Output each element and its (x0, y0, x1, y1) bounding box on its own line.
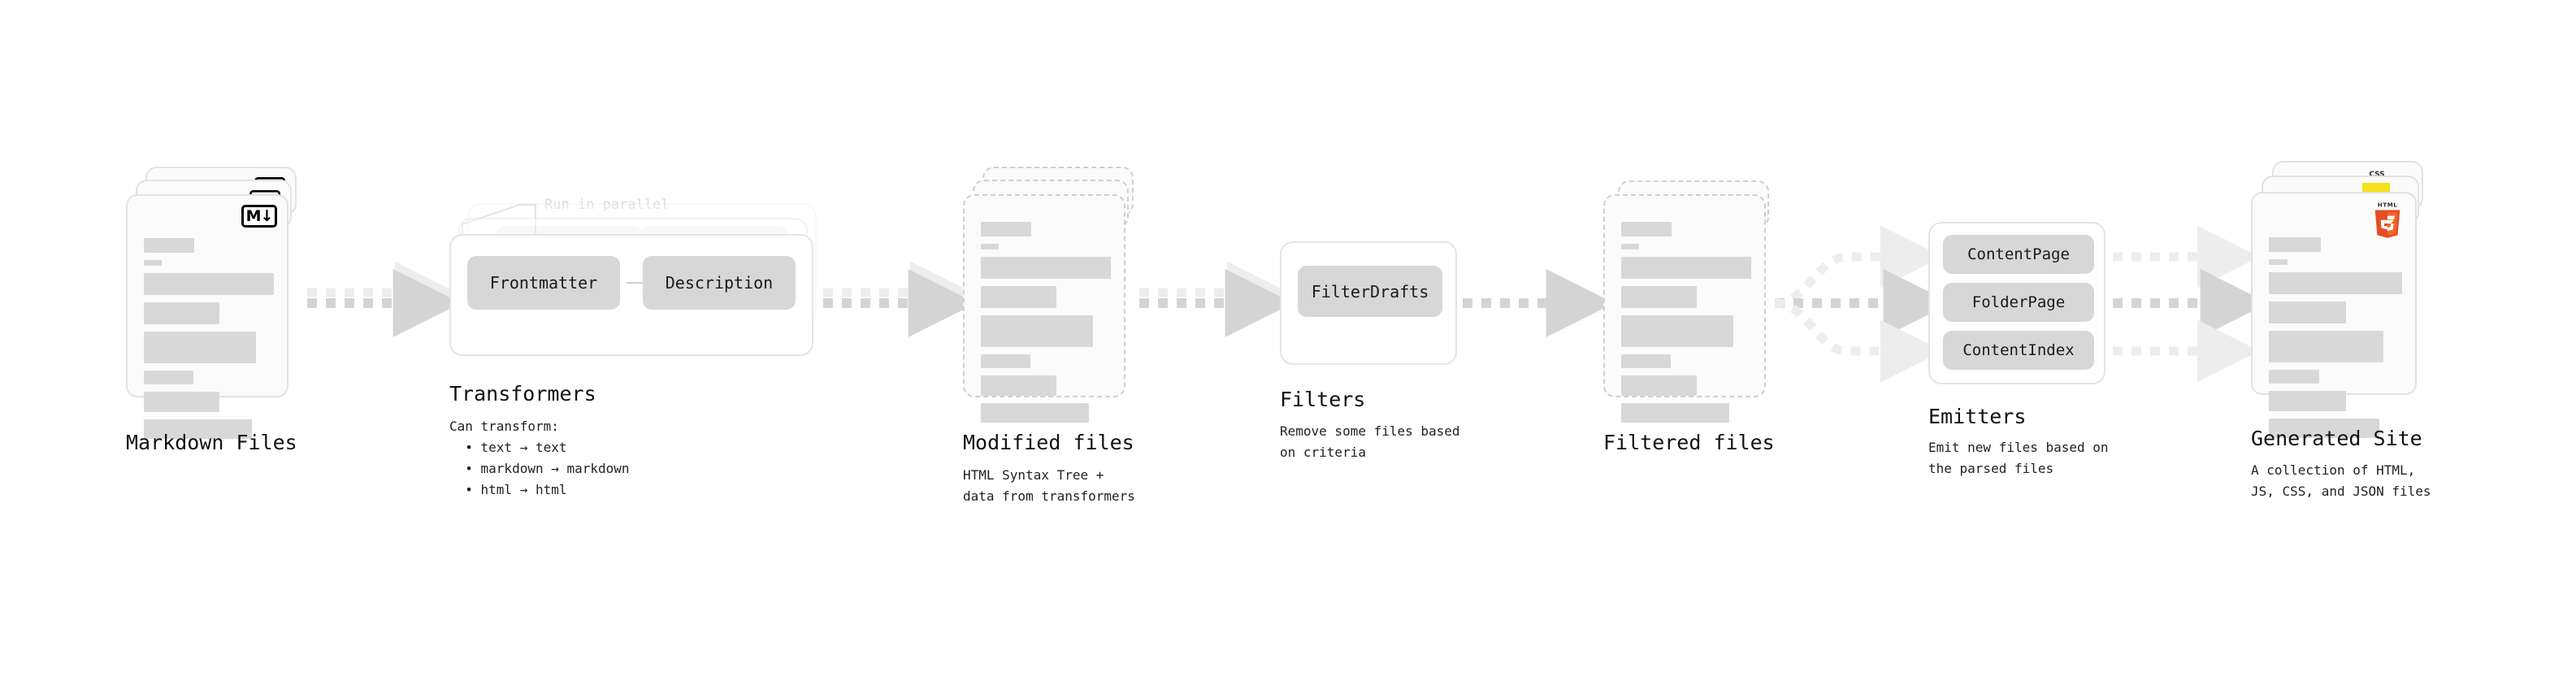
content-bar (2269, 272, 2402, 294)
stage-title-filters: Filters (1280, 388, 1366, 411)
content-bar (980, 315, 1093, 347)
svg-text:HTML: HTML (2378, 202, 2398, 209)
document-card-front: HTML (2251, 192, 2417, 438)
content-bar (1620, 257, 1752, 279)
emitter-node-contentindex[interactable]: ContentIndex (1943, 331, 2094, 370)
filter-node-filterdrafts[interactable]: FilterDrafts (1298, 266, 1442, 317)
content-bar (143, 392, 219, 412)
document-content-lines (1620, 222, 1752, 423)
content-bar (2269, 259, 2288, 265)
markdown-badge-front: M↓ (241, 205, 277, 228)
stage-title-emitters: Emitters (1928, 405, 2027, 428)
connector-transformers-to-modified (823, 261, 977, 337)
stage-filtered-files (1603, 180, 1774, 423)
content-bar (980, 286, 1056, 308)
svg-text:CSS: CSS (2369, 171, 2384, 179)
stage-generated-site: CSS HTML (2251, 161, 2426, 438)
stage-emitters: ContentPage FolderPage ContentIndex (1928, 222, 2105, 384)
content-bar (980, 375, 1056, 396)
content-bar (980, 244, 1000, 249)
stage-modified-files (963, 167, 1134, 423)
document-card-front (963, 194, 1125, 423)
markdown-icon: M↓ (241, 205, 277, 228)
content-bar (1620, 375, 1697, 396)
emitters-box: ContentPage FolderPage ContentIndex (1928, 222, 2105, 384)
connector-filtered-to-emitters (1774, 225, 1952, 383)
content-bar (1620, 286, 1697, 308)
stage-subtitle-filters: Remove some files based on criteria (1280, 423, 1460, 460)
content-bar (143, 273, 275, 295)
content-bar (1620, 222, 1672, 236)
run-in-parallel-label: Run in parallel (544, 197, 670, 213)
content-bar (980, 257, 1112, 279)
connector-modified-to-filters (1139, 261, 1294, 337)
markdown-file-stack: M↓ M↓ M↓ (126, 167, 297, 439)
content-bar (143, 238, 195, 253)
content-bar (143, 332, 256, 363)
content-bar (980, 354, 1030, 368)
connector-md-to-transformers (307, 261, 462, 337)
stage-title-transformers: Transformers (449, 382, 596, 406)
transformer-card-stack: Frontmatter Description (449, 203, 831, 358)
stage-title-modified-files: Modified files (963, 431, 1134, 454)
content-bar (1620, 403, 1729, 423)
filtered-file-stack (1603, 180, 1774, 423)
document-content-lines (143, 238, 275, 439)
stage-transformers: Run in parallel Frontmatter (449, 197, 831, 358)
html5-icon: HTML (2374, 202, 2400, 238)
stage-title-filtered-files: Filtered files (1603, 431, 1775, 454)
connector-emitters-to-site (2113, 225, 2269, 383)
stage-subtitle-transformers: Can transform: • text → text • markdown … (449, 419, 630, 497)
content-bar (1620, 354, 1671, 368)
modified-file-stack (963, 167, 1134, 423)
emitter-node-contentpage[interactable]: ContentPage (1943, 235, 2094, 274)
content-bar (2269, 301, 2347, 323)
content-bar (2269, 331, 2384, 362)
transformer-node-frontmatter[interactable]: Frontmatter (467, 256, 620, 310)
content-bar (2269, 391, 2347, 411)
content-bar (1620, 315, 1733, 347)
transformer-card-front: Frontmatter Description (449, 234, 813, 356)
stage-subtitle-generated-site: A collection of HTML, JS, CSS, and JSON … (2251, 462, 2431, 499)
content-bar (143, 371, 193, 384)
filters-box: FilterDrafts (1280, 241, 1457, 365)
document-card-front (1603, 194, 1766, 423)
content-bar (2269, 419, 2380, 438)
content-bar (980, 403, 1089, 423)
document-card-front: M↓ (126, 194, 288, 439)
run-in-parallel-bracket (462, 204, 536, 252)
stage-markdown-files: M↓ M↓ M↓ (126, 167, 297, 439)
content-bar (2269, 237, 2321, 252)
emitter-node-folderpage[interactable]: FolderPage (1943, 283, 2094, 322)
generated-site-stack: CSS HTML (2251, 161, 2426, 438)
document-content-lines (980, 222, 1112, 423)
stage-title-generated-site: Generated Site (2251, 427, 2422, 450)
document-content-lines (2269, 237, 2402, 438)
stage-subtitle-emitters: Emit new files based on the parsed files (1928, 440, 2109, 476)
stage-subtitle-modified-files: HTML Syntax Tree + data from transformer… (963, 467, 1135, 504)
content-bar (143, 302, 219, 324)
content-bar (143, 419, 252, 439)
stage-title-markdown-files: Markdown Files (126, 431, 297, 454)
stage-filters: FilterDrafts (1280, 241, 1457, 365)
content-bar (143, 260, 163, 266)
content-bar (2269, 370, 2320, 384)
transformer-node-description[interactable]: Description (643, 256, 796, 310)
content-bar (1620, 244, 1640, 249)
content-bar (980, 222, 1032, 236)
